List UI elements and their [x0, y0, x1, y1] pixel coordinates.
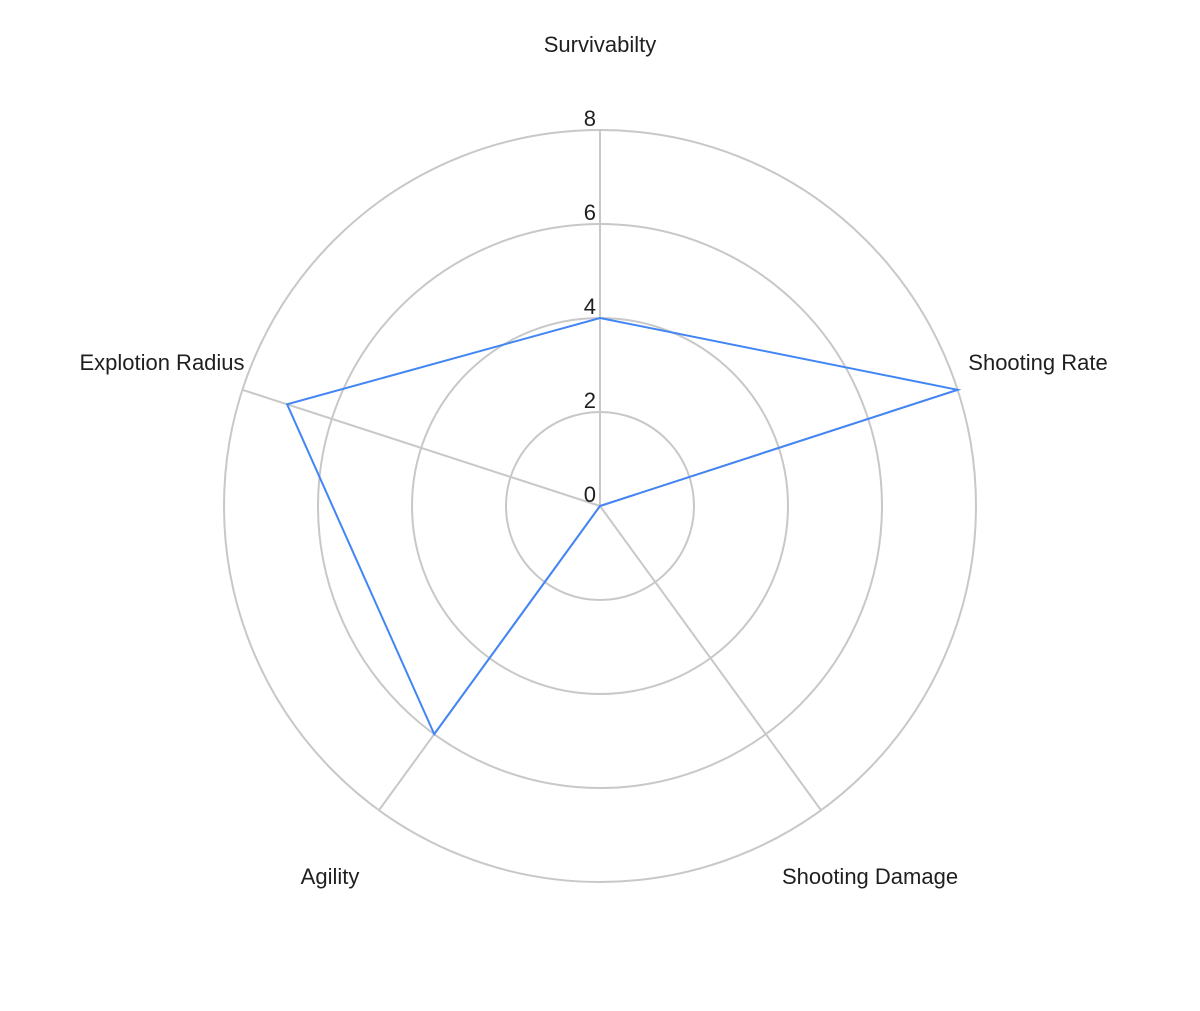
tick-label-0: 0	[584, 482, 596, 507]
tick-label-8: 8	[584, 106, 596, 131]
grid-spoke-4	[242, 388, 601, 507]
tick-label-6: 6	[584, 200, 596, 225]
tick-label-4: 4	[584, 294, 596, 319]
axis-label-3: Agility	[301, 864, 360, 889]
grid-spoke-2	[599, 505, 822, 811]
series-line-0	[285, 316, 962, 737]
axis-label-1: Shooting Rate	[968, 350, 1107, 375]
axis-label-0: Survivabilty	[544, 32, 656, 57]
tick-labels: 0 2 4 6 8	[584, 106, 596, 507]
series-layer	[285, 316, 962, 737]
grid-spokes	[242, 130, 958, 811]
tick-label-2: 2	[584, 388, 596, 413]
axis-label-2: Shooting Damage	[782, 864, 958, 889]
axis-label-4: Explotion Radius	[79, 350, 244, 375]
